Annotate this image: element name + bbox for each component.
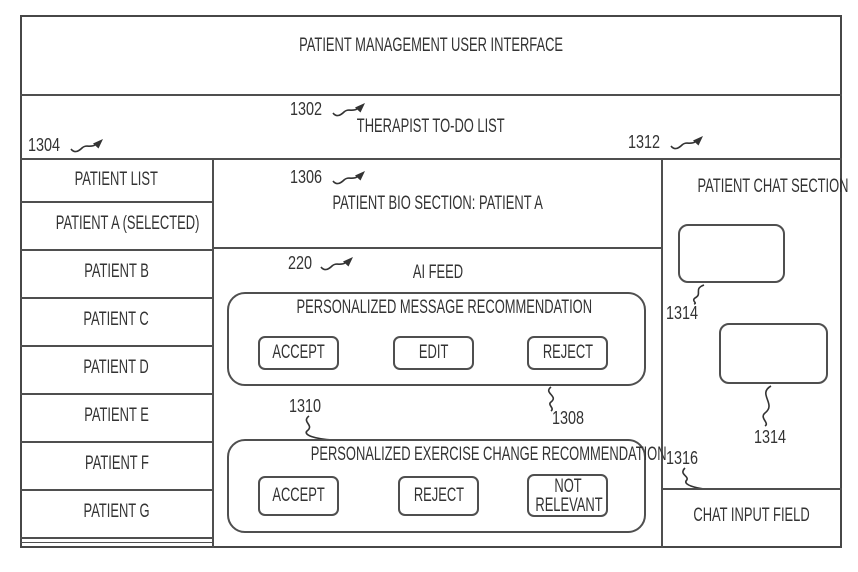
- ref-1312-number: 1312: [628, 132, 661, 152]
- chat-bubble: [678, 224, 785, 283]
- window-frame: [20, 15, 842, 548]
- ref-arrow-icon: [670, 136, 704, 150]
- row-divider: [20, 249, 213, 251]
- edit-button[interactable]: EDIT: [393, 336, 474, 370]
- ref-1304-number: 1304: [28, 135, 61, 155]
- ref-1312: 1312: [628, 133, 706, 151]
- leader-line-icon: [299, 415, 339, 442]
- ref-1302-number: 1302: [290, 99, 323, 119]
- patient-row-f[interactable]: PATIENT F: [84, 453, 149, 474]
- patient-row-b[interactable]: PATIENT B: [84, 261, 149, 282]
- ai-feed-label: AI FEED: [412, 262, 463, 283]
- bio-section-divider: [212, 247, 663, 249]
- ref-arrow-icon: [332, 103, 366, 117]
- chat-bubble: [719, 323, 828, 384]
- todo-band-divider: [20, 158, 842, 160]
- patient-row-e[interactable]: PATIENT E: [84, 405, 149, 426]
- ref-arrow-icon: [320, 257, 354, 271]
- row-divider: [20, 297, 213, 299]
- bio-section-label: PATIENT BIO SECTION: PATIENT A: [332, 193, 543, 214]
- ref-1314: 1314: [666, 303, 699, 323]
- leader-line-icon: [543, 386, 563, 412]
- ref-arrow-icon: [70, 139, 104, 153]
- ref-1308: 1308: [552, 408, 585, 428]
- chat-input-divider: [661, 488, 842, 490]
- right-column-divider: [661, 158, 663, 548]
- title-band-divider: [20, 94, 842, 96]
- row-divider: [20, 393, 213, 395]
- patient-list-header: PATIENT LIST: [74, 169, 159, 190]
- exercise-card-title: PERSONALIZED EXERCISE CHANGE RECOMMENDAT…: [310, 444, 667, 465]
- patient-row-c[interactable]: PATIENT C: [83, 309, 150, 330]
- reject-button[interactable]: REJECT: [527, 336, 608, 370]
- patient-row-d[interactable]: PATIENT D: [83, 357, 150, 378]
- row-divider: [20, 441, 213, 443]
- ref-220: 220: [288, 254, 356, 272]
- page-title: PATIENT MANAGEMENT USER INTERFACE: [299, 35, 563, 56]
- ref-1306-number: 1306: [290, 167, 323, 187]
- accept-button[interactable]: ACCEPT: [258, 476, 339, 516]
- row-divider: [20, 201, 213, 203]
- leader-line-icon: [757, 385, 779, 427]
- ref-1316: 1316: [666, 448, 699, 468]
- leader-line-icon: [678, 467, 706, 490]
- leader-line-icon: [689, 284, 709, 305]
- row-divider: [20, 542, 213, 543]
- chat-section-label: PATIENT CHAT SECTION: [697, 176, 849, 197]
- not-relevant-button[interactable]: NOT RELEVANT: [527, 474, 608, 517]
- ref-220-number: 220: [288, 253, 313, 273]
- ref-arrow-icon: [332, 171, 366, 185]
- patient-row-g[interactable]: PATIENT G: [83, 501, 150, 522]
- accept-button[interactable]: ACCEPT: [258, 336, 339, 370]
- chat-input-field[interactable]: CHAT INPUT FIELD: [693, 505, 811, 526]
- row-divider: [20, 489, 213, 491]
- row-divider: [20, 537, 213, 539]
- message-card-title: PERSONALIZED MESSAGE RECOMMENDATION: [296, 297, 593, 318]
- ref-1302: 1302: [290, 100, 368, 118]
- ref-1306: 1306: [290, 168, 368, 186]
- reject-button[interactable]: REJECT: [398, 476, 479, 516]
- row-divider: [20, 345, 213, 347]
- todo-bar[interactable]: THERAPIST TO-DO LIST: [357, 116, 505, 137]
- patient-row-a-selected[interactable]: PATIENT A (SELECTED): [55, 213, 200, 234]
- ref-1310: 1310: [289, 396, 322, 416]
- left-column-divider: [212, 158, 214, 548]
- ref-1314: 1314: [754, 427, 787, 447]
- ref-1304: 1304: [28, 136, 106, 154]
